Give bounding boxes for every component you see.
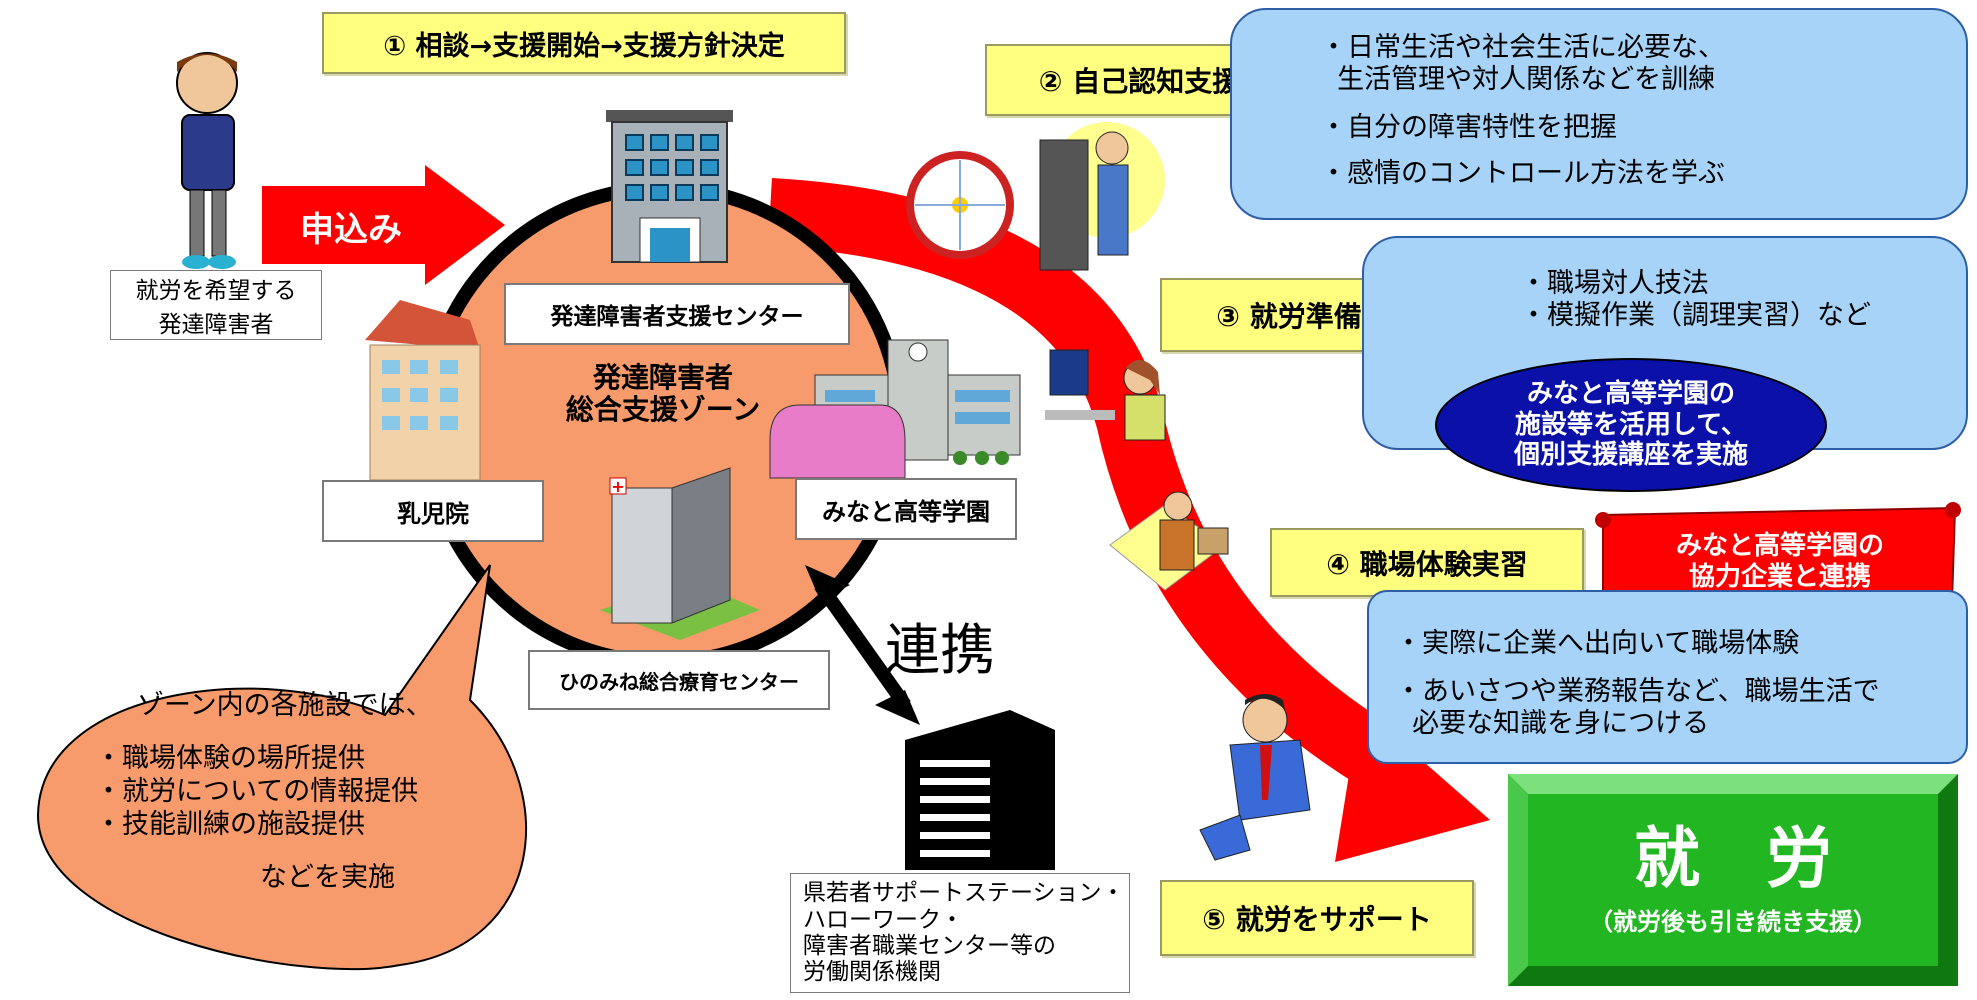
applicant-person-icon [176,52,238,269]
zone-title-line2: 総合支援ゾーン [565,393,761,427]
bubble-item-3: ・技能訓練の施設提供 [95,808,365,840]
labor-line4: 労働関係機関 [803,959,941,986]
hinomine-hospital-icon: + [600,467,760,640]
labor-office-building-icon [905,710,1055,870]
running-businessman-icon [1199,694,1311,861]
self-recognition-person-icon [1039,122,1165,271]
labor-line2: ハローワーク・ [803,906,964,933]
step1-label: ① 相談→支援開始→支援方針決定 [322,12,846,74]
panel4-banner-line2: 協力企業と連携 [1688,562,1871,592]
panel4-line3: 必要な知識を身につける [1395,708,1710,739]
panel3-oval: みなと高等学園の 施設等を活用して、 個別支援講座を実施 [1435,358,1827,492]
employment-subtitle: （就労後も引き続き支援） [1589,907,1877,936]
bubble-footer: などを実施 [260,861,395,893]
speech-bubble [36,564,527,971]
panel3-line1: ・職場対人技法 [1520,268,1709,299]
panel4-line1: ・実際に企業へ出向いて職場体験 [1395,628,1800,659]
panel3-line2: ・模擬作業（調理実習）など [1520,300,1871,331]
panel3-oval-line1: みなと高等学園の [1526,378,1735,409]
nyujiin-label: 乳児院 [322,480,544,542]
labor-office-label: 県若者サポートステーション・ ハローワーク・ 障害者職業センター等の 労働関係機… [790,873,1130,993]
panel2-box [1230,8,1968,220]
step5-text: ⑤ 就労をサポート [1202,903,1432,936]
panel4-line2: ・あいさつや業務報告など、職場生活で [1395,676,1880,707]
panel2-line3: ・自分の障害特性を把握 [1320,112,1617,143]
panel4-banner: みなと高等学園の 協力企業と連携 [1610,520,1950,604]
panel2-line2: 生活管理や対人関係などを訓練 [1320,64,1716,95]
panel3-oval-line3: 個別支援講座を実施 [1513,440,1748,471]
employment-title: 就 労 [1634,820,1832,898]
workplace-delivery-person-icon [1109,491,1229,591]
zone-title-line1: 発達障害者 [592,361,733,394]
employment-box: 就 労 （就労後も引き続き支援） [1528,794,1938,966]
apply-arrow-label: 申込み [300,210,402,250]
computer-training-person-icon [1045,349,1166,441]
daily-life-wheel-icon [906,151,1014,259]
step4-label: ④ 職場体験実習 [1270,528,1584,597]
nyujiin-building-icon [365,300,481,481]
bubble-item-1: ・職場体験の場所提供 [95,742,365,774]
panel3-oval-line2: 施設等を活用して、 [1515,409,1747,440]
bubble-text: ゾーン内の各施設では、 ・職場体験の場所提供 ・就労についての情報提供 ・技能訓… [95,690,433,895]
applicant-line2: 発達障害者 [158,312,274,338]
svg-text:+: + [611,477,624,496]
support-center-label: 発達障害者支援センター [504,283,850,345]
apply-arrow [262,165,505,285]
bubble-heading: ゾーン内の各施設では、 [137,690,433,721]
step5-label: ⑤ 就労をサポート [1160,880,1474,956]
labor-line1: 県若者サポートステーション・ [803,880,1125,907]
step1-text: ① 相談→支援開始→支援方針決定 [383,30,785,62]
panel4-box [1367,590,1968,764]
applicant-line1: 就労を希望する [135,278,297,304]
bubble-item-2: ・就労についての情報提供 [95,775,419,807]
panel2-line1: ・日常生活や社会生活に必要な、 [1320,32,1725,63]
renkei-double-arrow [814,580,911,710]
labor-line3: 障害者職業センター等の [803,933,1056,959]
zone-title: 発達障害者 総合支援ゾーン [548,361,778,427]
panel2-line4: ・感情のコントロール方法を学ぶ [1320,158,1725,189]
hinomine-label: ひのみね総合療育センター [528,650,830,710]
applicant-label: 就労を希望する 発達障害者 [110,270,322,340]
gakuen-building-icon [769,339,1021,479]
step2-text: ② 自己認知支援 [1038,65,1241,98]
panel4-banner-line1: みなと高等学園の [1675,530,1884,561]
step4-text: ④ 職場体験実習 [1326,547,1528,581]
gakuen-label: みなと高等学園 [795,478,1017,540]
renkei-label: 連携 [885,618,996,682]
support-center-building-icon [606,110,733,263]
